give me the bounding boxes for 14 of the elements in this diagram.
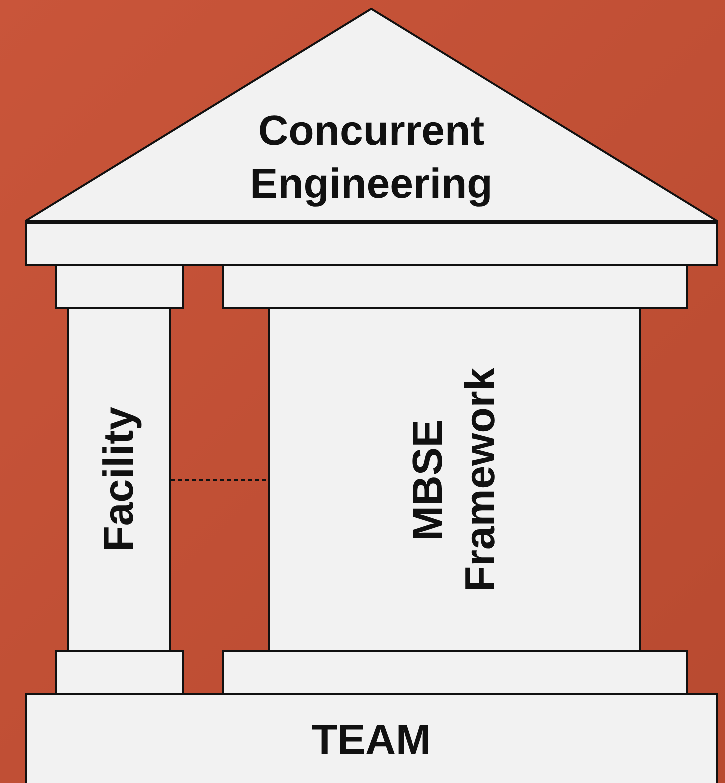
column <box>268 307 641 652</box>
entablature-bar <box>25 222 718 266</box>
connector-line <box>171 479 268 481</box>
column-base <box>55 650 184 695</box>
column <box>67 307 171 652</box>
column-capital <box>55 264 184 309</box>
roof-label: Concurrent Engineering <box>249 106 494 209</box>
column-label: MBSE Framework <box>403 366 504 594</box>
foundation-label: TEAM <box>312 715 431 766</box>
roof-triangle <box>25 8 718 222</box>
column-label: Facility <box>94 407 143 552</box>
column-capital <box>222 264 688 309</box>
foundation-slab <box>25 693 718 783</box>
column-base <box>222 650 688 695</box>
